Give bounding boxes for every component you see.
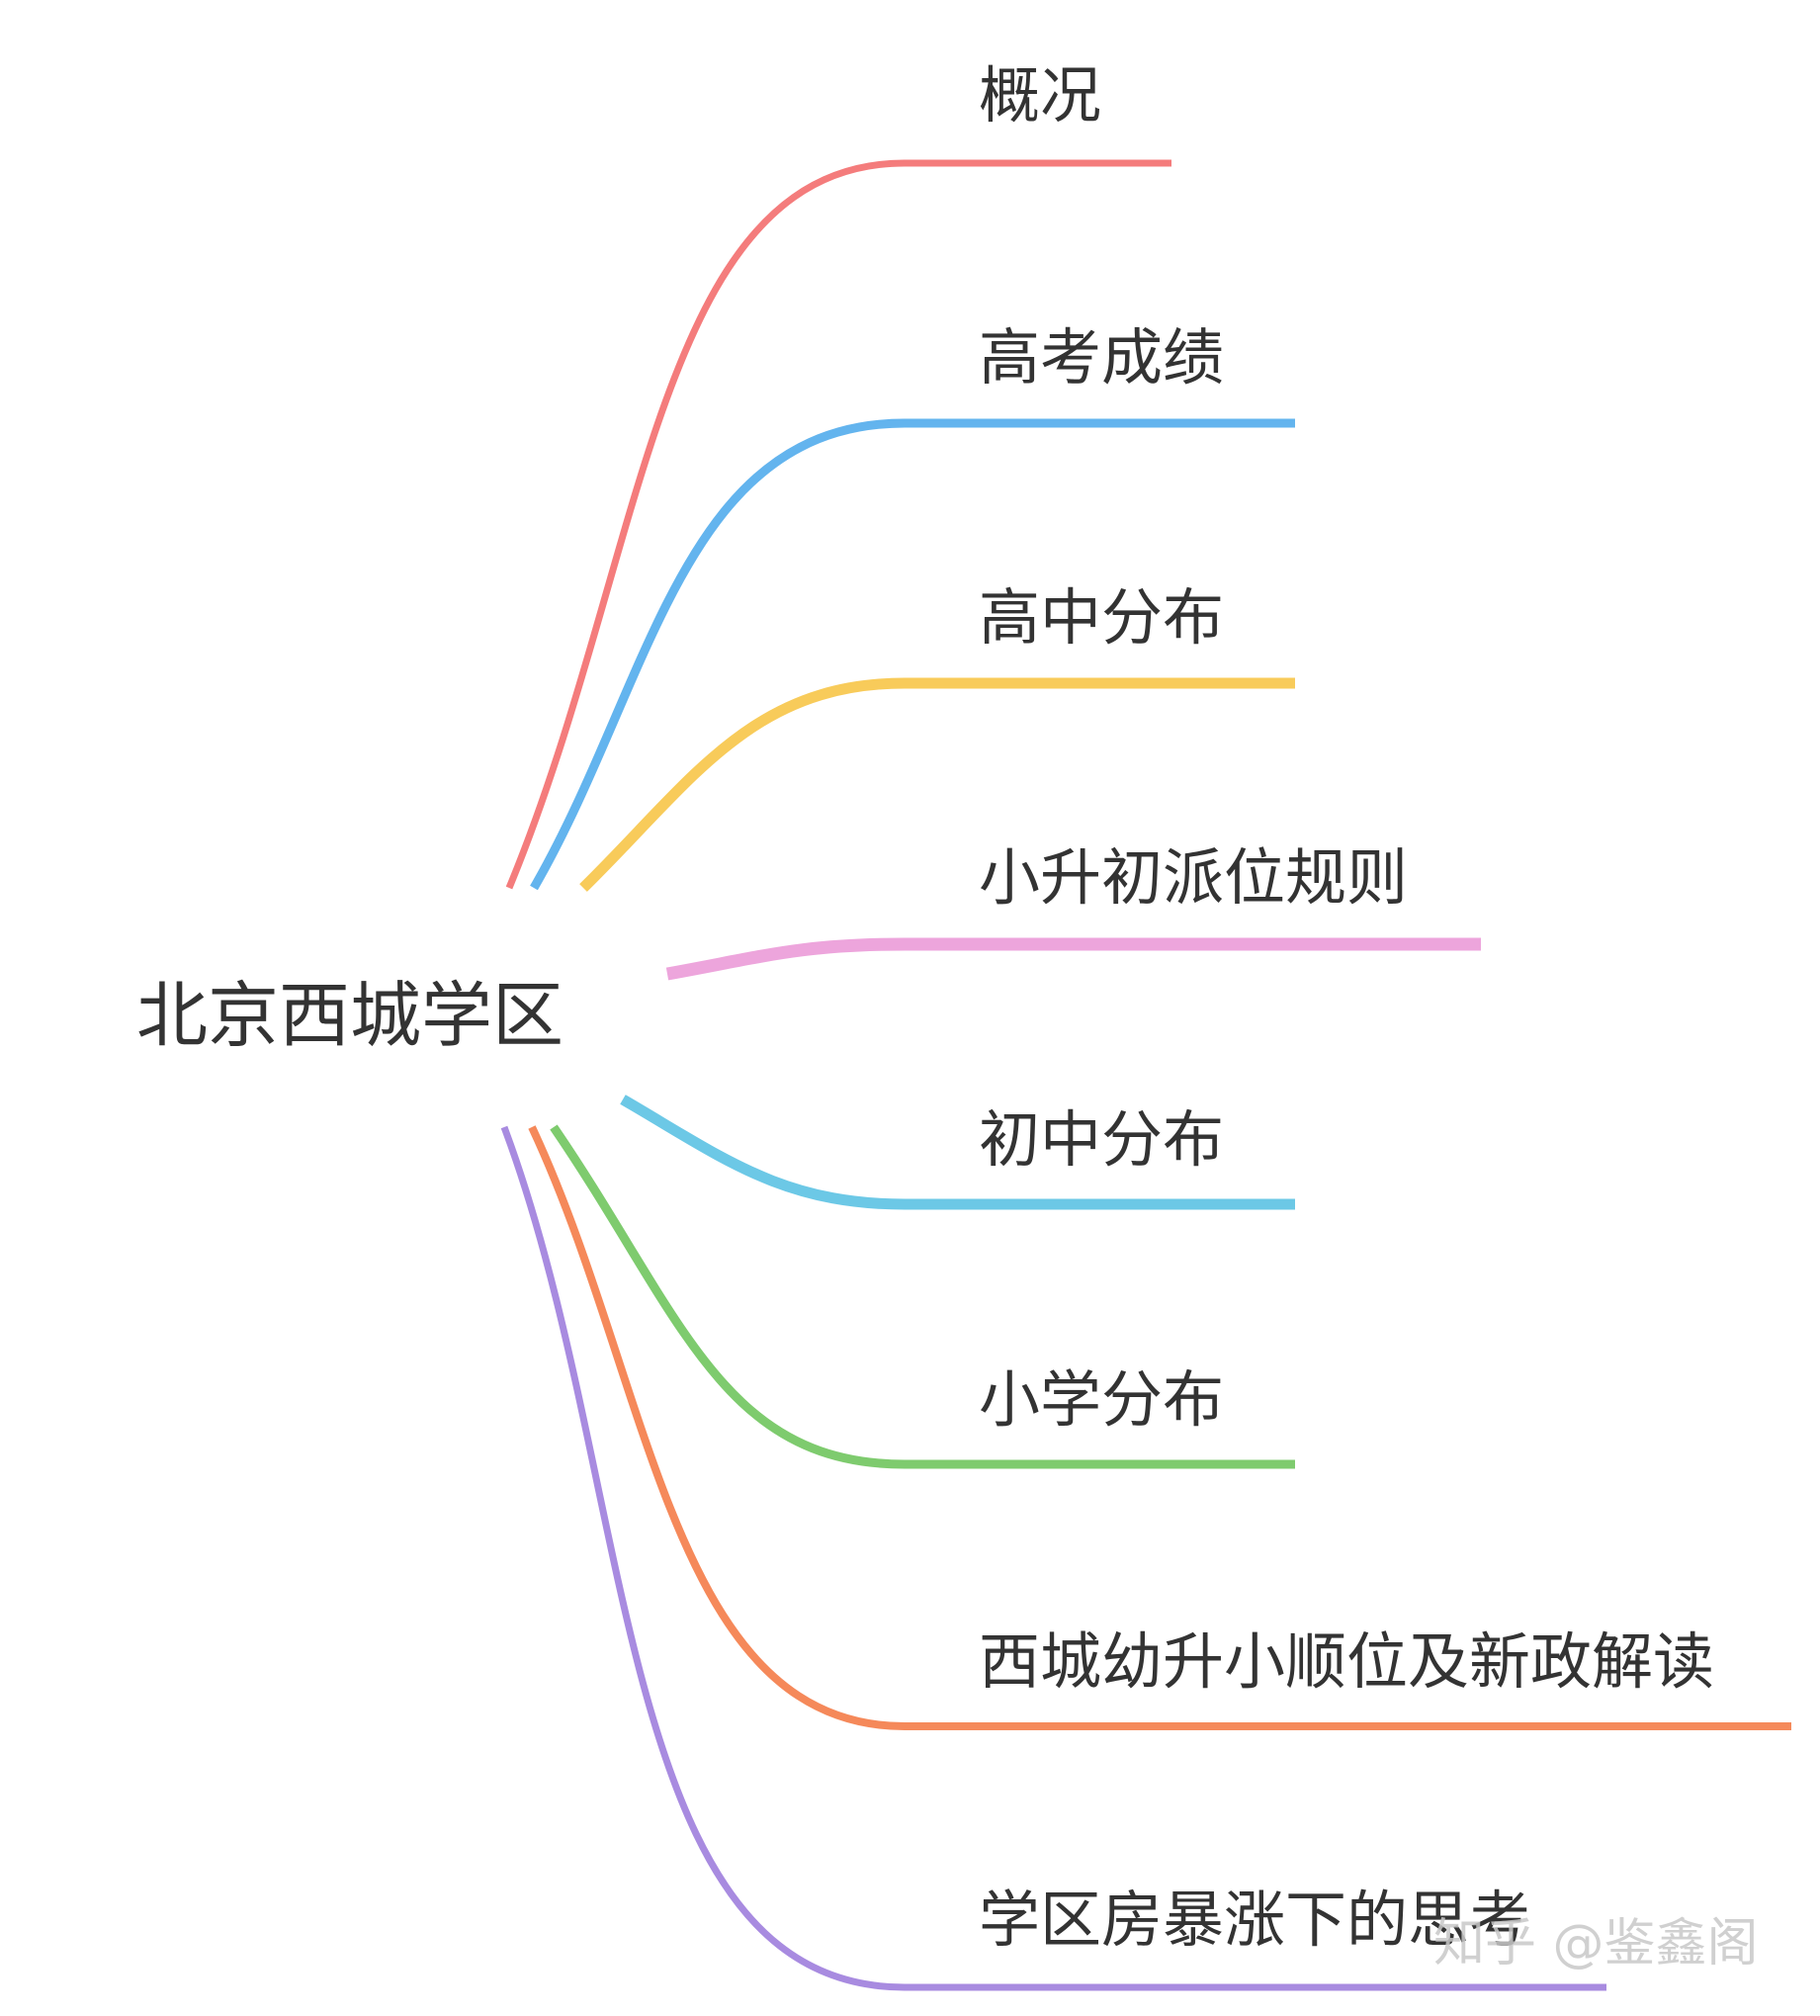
branch-label-primary-school-distribution[interactable]: 小学分布	[979, 1363, 1224, 1436]
branch-label-school-district-housing-thoughts[interactable]: 学区房暴涨下的思考	[979, 1884, 1530, 1956]
connector-housing	[500, 1125, 1606, 1991]
branch-connectors	[500, 159, 1791, 1991]
connector-admission	[528, 1125, 1791, 1730]
root-topic-label[interactable]: 北京西城学区	[136, 974, 563, 1057]
watermark-text: 知乎 @鉴鑫阁	[1433, 1914, 1759, 1973]
branch-label-gaokao-scores[interactable]: 高考成绩	[979, 321, 1224, 394]
branch-label-junior-high-distribution[interactable]: 初中分布	[979, 1103, 1224, 1176]
branch-label-primary-admission-policy[interactable]: 西城幼升小顺位及新政解读	[979, 1625, 1714, 1698]
connector-high-school	[579, 677, 1295, 892]
connector-primary	[550, 1124, 1295, 1469]
connector-allocation	[665, 937, 1481, 981]
branch-label-overview[interactable]: 概况	[979, 59, 1101, 131]
connector-junior-high	[620, 1095, 1295, 1210]
branch-label-high-school-distribution[interactable]: 高中分布	[979, 581, 1224, 654]
connector-gaokao	[530, 418, 1295, 891]
branch-label-middle-school-allocation-rules[interactable]: 小升初派位规则	[979, 841, 1408, 914]
connector-overview	[505, 159, 1171, 890]
